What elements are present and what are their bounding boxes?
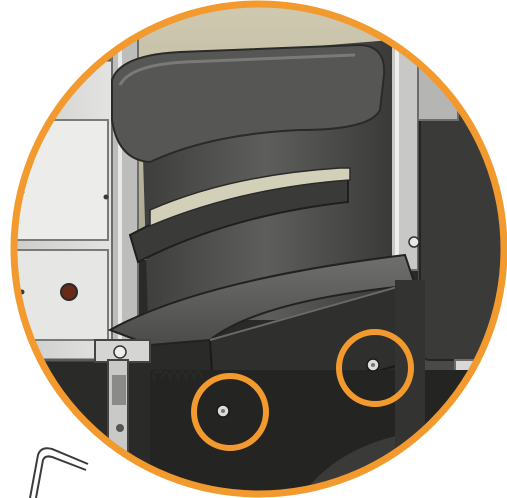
hex-key-icon	[29, 447, 89, 498]
inclined-plate	[107, 253, 417, 347]
screw-highlight-right	[336, 329, 414, 407]
screw-icon	[408, 236, 420, 248]
right-panel	[417, 4, 504, 401]
magnifier-outline	[10, 0, 507, 498]
knob-icon	[60, 283, 78, 301]
screw-highlight-left	[191, 373, 269, 451]
spring-icon	[152, 370, 203, 383]
chute	[111, 40, 392, 320]
